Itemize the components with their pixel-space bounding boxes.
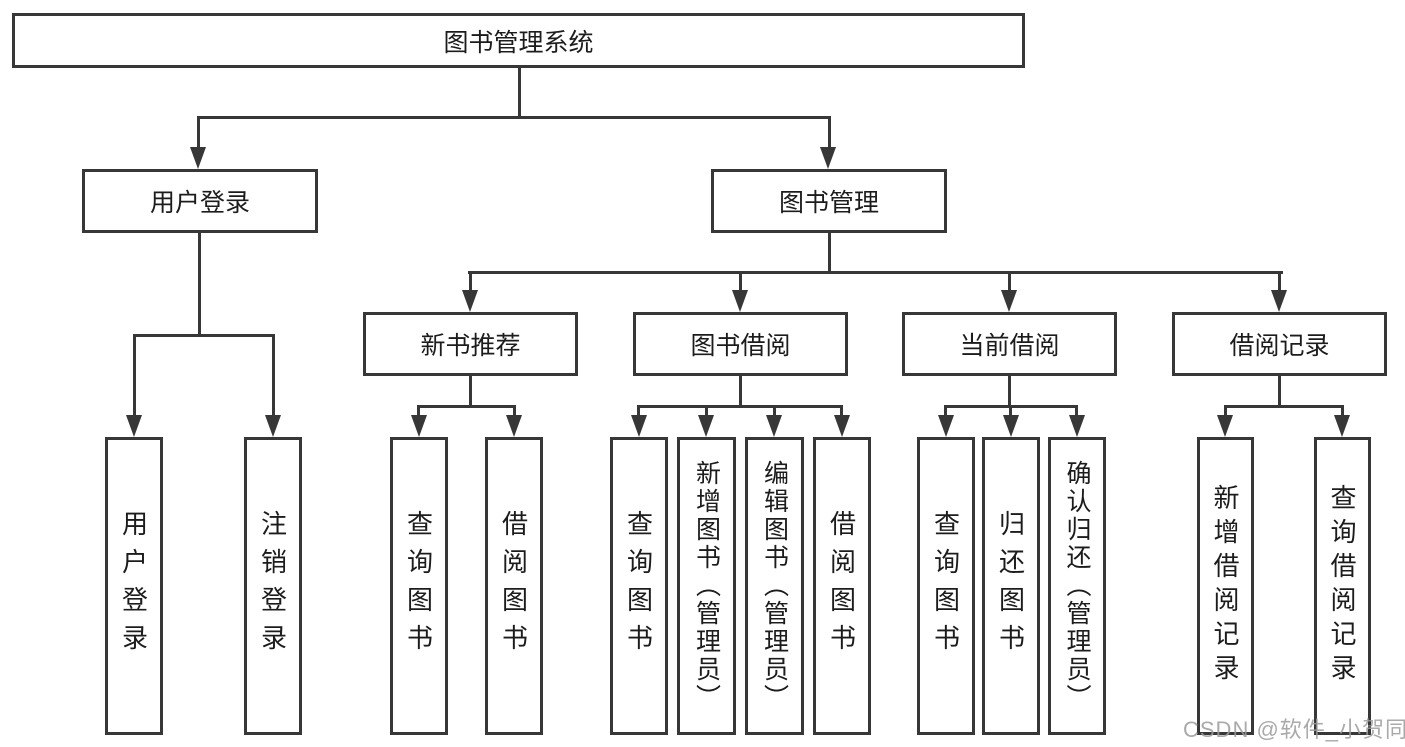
connector-line xyxy=(1341,405,1344,418)
node-nbr-query-books: 查询图书 xyxy=(390,437,448,735)
node-label: 查询借阅记录 xyxy=(1327,484,1357,688)
arrowhead-icon xyxy=(1271,290,1287,312)
arrowhead-icon xyxy=(1334,415,1350,437)
node-label: 图书管理系统 xyxy=(443,28,594,57)
node-br-add-record: 新增借阅记录 xyxy=(1197,437,1254,735)
arrowhead-icon xyxy=(506,415,522,437)
arrowhead-icon xyxy=(938,415,954,437)
connector-line xyxy=(417,405,420,418)
connector-line xyxy=(739,271,742,292)
node-cb-return-books: 归还图书 xyxy=(982,437,1040,735)
connector-line xyxy=(469,376,472,407)
node-bb-edit-book-admin: 编辑图书（管理员） xyxy=(745,437,804,735)
node-label: 用户登录 xyxy=(149,189,250,217)
node-leaf-logout: 注销登录 xyxy=(244,437,302,735)
node-book-borrowing: 图书借阅 xyxy=(633,312,848,376)
arrowhead-icon xyxy=(265,415,281,437)
arrowhead-icon xyxy=(631,415,647,437)
node-label: 当前借阅 xyxy=(959,332,1060,360)
node-book-management: 图书管理 xyxy=(711,169,947,233)
node-bb-query-books: 查询图书 xyxy=(610,437,668,735)
node-user-login: 用户登录 xyxy=(82,169,318,233)
node-cb-query-books: 查询图书 xyxy=(917,437,975,735)
node-current-borrowing: 当前借阅 xyxy=(902,312,1117,376)
node-cb-confirm-return-admin: 确认归还（管理员） xyxy=(1048,437,1106,735)
connector-line xyxy=(637,405,843,408)
node-label: 用户登录 xyxy=(118,510,149,662)
arrowhead-icon xyxy=(411,415,427,437)
node-label: 查询图书 xyxy=(623,510,654,662)
node-leaf-user-login: 用户登录 xyxy=(105,437,163,735)
node-label: 新增图书（管理员） xyxy=(692,460,721,712)
node-label: 归还图书 xyxy=(995,510,1026,662)
csdn-watermark: CSDN @软件_小贺同学 xyxy=(1183,717,1405,742)
connector-line xyxy=(637,405,640,418)
connector-line xyxy=(828,233,831,274)
node-br-query-record: 查询借阅记录 xyxy=(1314,437,1371,735)
connector-line xyxy=(944,405,947,418)
connector-line xyxy=(518,68,521,119)
node-label: 借阅图书 xyxy=(498,510,529,662)
arrowhead-icon xyxy=(698,415,714,437)
node-label: 确认归还（管理员） xyxy=(1063,460,1091,712)
arrowhead-icon xyxy=(820,147,836,169)
node-label: 新书推荐 xyxy=(420,332,521,360)
node-label: 查询图书 xyxy=(403,510,434,662)
connector-line xyxy=(133,334,275,337)
arrowhead-icon xyxy=(766,415,782,437)
node-label: 借阅记录 xyxy=(1229,332,1330,360)
connector-line xyxy=(417,405,516,408)
connector-line xyxy=(133,334,136,417)
node-nbr-borrow-books: 借阅图书 xyxy=(485,437,543,735)
arrowhead-icon xyxy=(126,415,142,437)
node-library-management-system: 图书管理系统 xyxy=(12,13,1025,68)
node-label: 注销登录 xyxy=(257,510,288,662)
connector-line xyxy=(1224,405,1344,408)
node-label: 图书借阅 xyxy=(690,332,791,360)
connector-line xyxy=(198,233,201,336)
arrowhead-icon xyxy=(1069,415,1085,437)
connector-line xyxy=(1224,405,1227,418)
arrowhead-icon xyxy=(1003,415,1019,437)
connector-line xyxy=(197,116,200,150)
connector-line xyxy=(468,271,1283,274)
connector-line xyxy=(197,116,831,119)
connector-line xyxy=(1008,376,1011,407)
connector-line xyxy=(828,116,831,150)
connector-line xyxy=(1075,405,1078,418)
node-label: 借阅图书 xyxy=(826,510,857,662)
connector-line xyxy=(272,334,275,417)
arrowhead-icon xyxy=(834,415,850,437)
node-borrowing-records: 借阅记录 xyxy=(1172,312,1387,376)
node-label: 查询图书 xyxy=(930,510,961,662)
arrowhead-icon xyxy=(1217,415,1233,437)
arrowhead-icon xyxy=(190,147,206,169)
arrowhead-icon xyxy=(462,290,478,312)
arrowhead-icon xyxy=(1001,290,1017,312)
connector-line xyxy=(469,271,472,292)
connector-line xyxy=(513,405,516,418)
connector-line xyxy=(739,376,742,407)
arrowhead-icon xyxy=(732,290,748,312)
node-label: 图书管理 xyxy=(778,189,879,217)
node-label: 新增借阅记录 xyxy=(1210,484,1240,688)
connector-line xyxy=(1278,271,1281,292)
node-label: 编辑图书（管理员） xyxy=(760,460,789,712)
connector-line xyxy=(1009,405,1012,418)
connector-line xyxy=(840,405,843,418)
node-new-book-recommend: 新书推荐 xyxy=(363,312,578,376)
node-bb-add-book-admin: 新增图书（管理员） xyxy=(677,437,736,735)
node-bb-borrow-books: 借阅图书 xyxy=(813,437,871,735)
connector-line xyxy=(1278,376,1281,407)
connector-line xyxy=(1008,271,1011,292)
connector-line xyxy=(773,405,776,418)
connector-line xyxy=(705,405,708,418)
